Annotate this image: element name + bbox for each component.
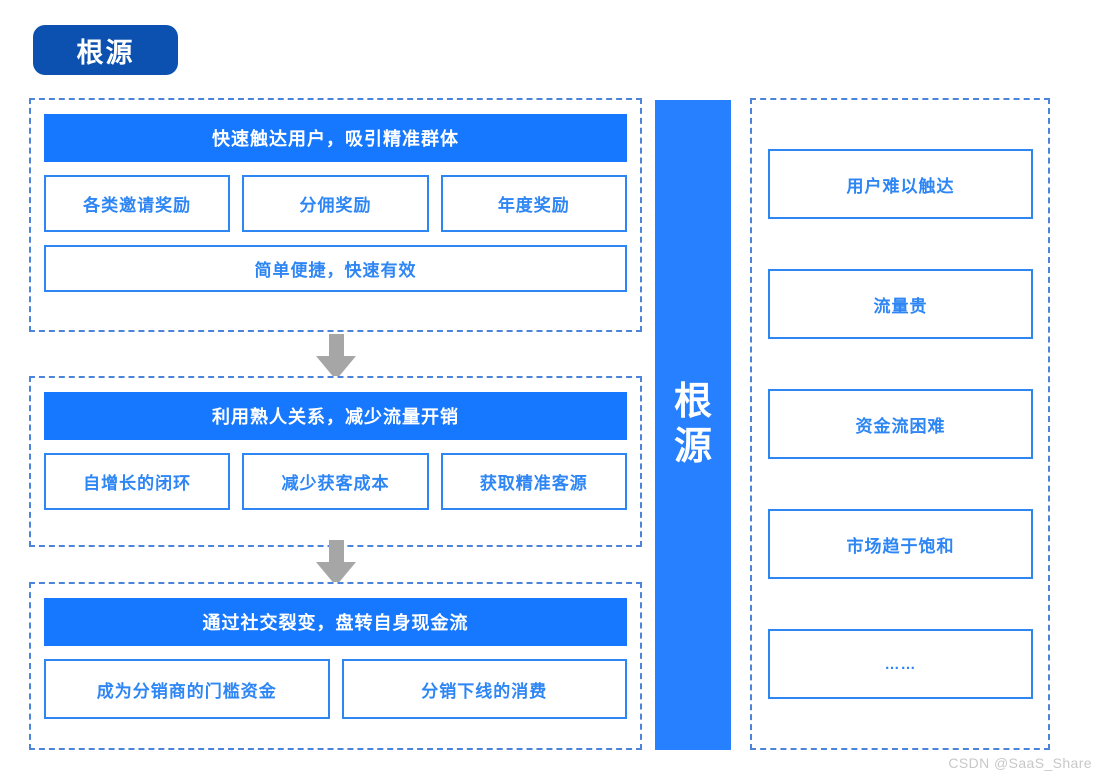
group-2-sub-box-1[interactable]: 自增长的闭环 — [44, 453, 231, 510]
arrow-down-icon-1 — [315, 334, 356, 380]
center-root-cause-bar: 根源 — [655, 100, 731, 750]
group-2-sub-box-2[interactable]: 减少获客成本 — [242, 453, 429, 510]
group-3-sub-box-2[interactable]: 分销下线的消费 — [341, 659, 627, 719]
group-1-sub-row: 各类邀请奖励 分佣奖励 年度奖励 — [44, 175, 627, 232]
group-2-header: 利用熟人关系，减少流量开销 — [44, 392, 627, 440]
right-item-4[interactable]: 市场趋于饱和 — [768, 509, 1033, 579]
arrow-shaft — [328, 334, 344, 358]
group-block-3: 通过社交裂变，盘转自身现金流 成为分销商的门槛资金 分销下线的消费 — [29, 582, 642, 750]
group-3-sub-row: 成为分销商的门槛资金 分销下线的消费 — [44, 659, 627, 719]
group-1-header: 快速触达用户，吸引精准群体 — [44, 114, 627, 162]
arrow-down-icon-2 — [315, 540, 356, 586]
group-3-sub-box-1[interactable]: 成为分销商的门槛资金 — [44, 659, 330, 719]
right-item-1[interactable]: 用户难以触达 — [768, 149, 1033, 219]
group-1-sub-box-3[interactable]: 年度奖励 — [440, 175, 627, 232]
arrow-shaft — [328, 540, 344, 564]
right-item-5-ellipsis[interactable]: …… — [768, 629, 1033, 699]
left-column: 快速触达用户，吸引精准群体 各类邀请奖励 分佣奖励 年度奖励 简单便捷，快速有效… — [29, 98, 642, 750]
page-title: 根源 — [76, 37, 135, 68]
group-1-wide-box[interactable]: 简单便捷，快速有效 — [44, 245, 627, 292]
group-2-sub-box-3[interactable]: 获取精准客源 — [440, 453, 627, 510]
group-3-header: 通过社交裂变，盘转自身现金流 — [44, 598, 627, 646]
right-item-3[interactable]: 资金流困难 — [768, 389, 1033, 459]
group-1-sub-box-1[interactable]: 各类邀请奖励 — [44, 175, 231, 232]
group-block-1: 快速触达用户，吸引精准群体 各类邀请奖励 分佣奖励 年度奖励 简单便捷，快速有效 — [29, 98, 642, 332]
center-bar-label: 根源 — [673, 381, 712, 468]
right-column-list: 用户难以触达 流量贵 资金流困难 市场趋于饱和 …… — [768, 100, 1033, 748]
page-title-badge: 根源 — [33, 25, 178, 75]
group-block-2: 利用熟人关系，减少流量开销 自增长的闭环 减少获客成本 获取精准客源 — [29, 376, 642, 547]
right-column: 用户难以触达 流量贵 资金流困难 市场趋于饱和 …… — [750, 98, 1050, 750]
right-item-2[interactable]: 流量贵 — [768, 269, 1033, 339]
group-1-sub-box-2[interactable]: 分佣奖励 — [242, 175, 429, 232]
watermark: CSDN @SaaS_Share — [948, 755, 1092, 771]
group-2-sub-row: 自增长的闭环 减少获客成本 获取精准客源 — [44, 453, 627, 510]
